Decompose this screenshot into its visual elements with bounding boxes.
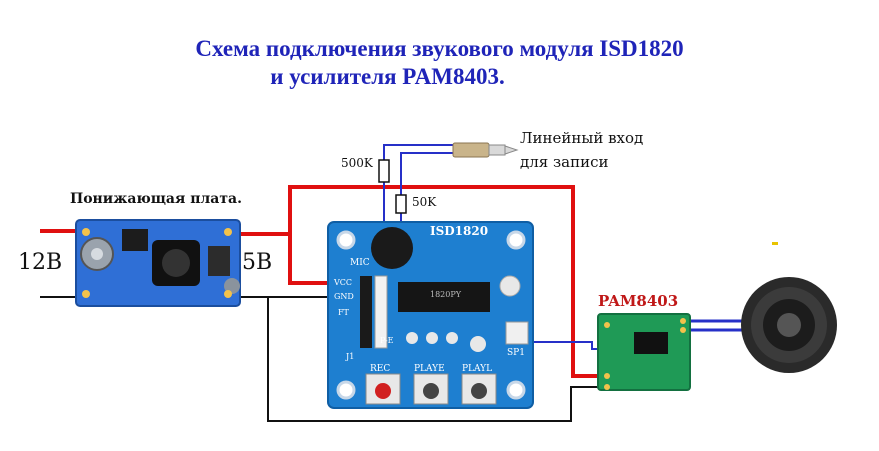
playe-button-icon [423, 383, 439, 399]
playe-label: PLAYE [414, 364, 445, 374]
sp1-label: SP1 [507, 348, 525, 358]
j1-label: J1 [346, 352, 355, 361]
step-down-board-label: Понижающая плата. [70, 191, 242, 207]
resistor-50k [395, 194, 407, 214]
line-in-label-2: для записи [520, 153, 609, 171]
line-in-wire-2 [400, 152, 456, 232]
amp-ground-wire [267, 297, 606, 422]
output-voltage-label: 5В [242, 250, 273, 275]
amplifier-label: PAM8403 [598, 292, 679, 310]
playl-button-icon [471, 383, 487, 399]
ft-pin-label: FT [338, 308, 349, 317]
isd1820-board [327, 221, 534, 409]
module-name-label: ISD1820 [430, 224, 489, 238]
line-in-label-1: Линейный вход [520, 129, 644, 147]
speaker-icon [741, 277, 837, 373]
rec-button-icon [375, 383, 391, 399]
microphone-icon [371, 227, 413, 269]
vcc-wire [225, 232, 336, 285]
rec-label: REC [370, 364, 391, 374]
gnd-pin-label: GND [334, 292, 354, 301]
yellow-mark [772, 242, 778, 245]
mic-label: MIC [350, 258, 370, 268]
pam8403-board [597, 313, 691, 391]
title-line-2: и усилителя PAM8403. [270, 64, 505, 89]
resistor-50k-label: 50K [412, 195, 437, 209]
playl-label: PLAYL [462, 364, 493, 374]
input-voltage-label: 12В [18, 250, 63, 275]
step-down-board [75, 219, 241, 307]
chip-label: 1820PY [430, 290, 462, 299]
vcc-pin-label: VCC [334, 278, 353, 287]
audio-jack-icon [452, 142, 519, 158]
amp-power-wire [288, 185, 606, 378]
pe-label: P-E [380, 336, 394, 345]
resistor-500k [378, 159, 390, 183]
resistor-500k-label: 500K [341, 156, 373, 170]
isd-chip [398, 282, 490, 312]
line-in-wire-1 [383, 144, 456, 232]
title-line-1: Схема подключения звукового модуля ISD18… [195, 36, 684, 61]
